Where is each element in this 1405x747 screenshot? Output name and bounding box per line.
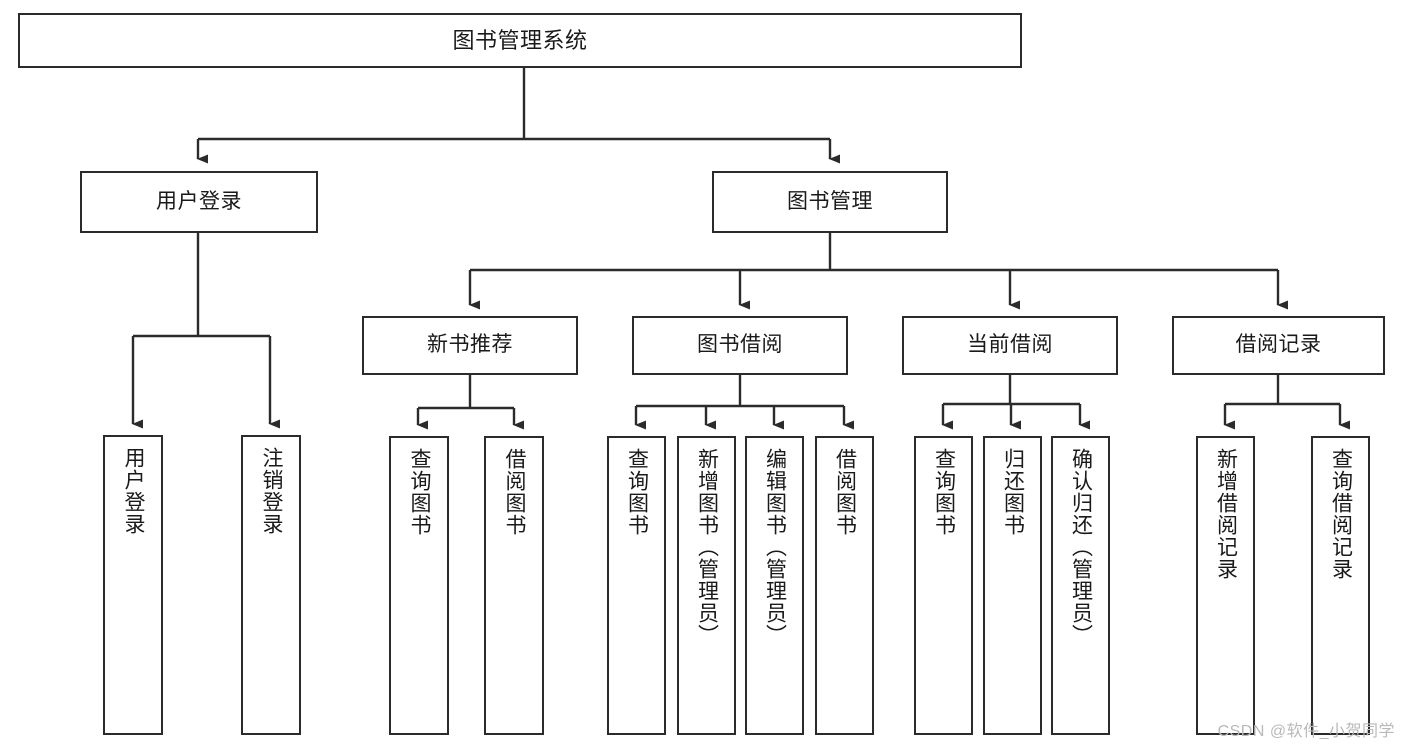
node-label: 图书管理系统 (452, 27, 588, 53)
node-label: 查询图书 (408, 448, 432, 536)
node-root-system[interactable]: 图书管理系统 (18, 13, 1022, 68)
node-label: 图书借阅 (697, 333, 783, 357)
leaf-book-borrow-lend[interactable]: 借阅图书 (815, 436, 874, 735)
node-current-borrow[interactable]: 当前借阅 (902, 316, 1118, 375)
node-label: 用户登录 (156, 189, 242, 213)
node-label: 借阅图书 (833, 448, 857, 536)
leaf-user-login-signin[interactable]: 用户登录 (103, 435, 163, 735)
node-label: 查询图书 (932, 448, 956, 536)
node-label: 新书推荐 (427, 333, 513, 357)
leaf-new-book-borrow[interactable]: 借阅图书 (484, 436, 544, 735)
node-borrow-record[interactable]: 借阅记录 (1172, 316, 1385, 375)
node-book-management[interactable]: 图书管理 (712, 171, 948, 233)
node-label: 查询图书 (625, 448, 649, 536)
leaf-borrow-record-query[interactable]: 查询借阅记录 (1311, 436, 1370, 735)
node-new-book-recommend[interactable]: 新书推荐 (362, 316, 578, 375)
node-label: 用户登录 (122, 447, 146, 535)
node-label: 图书管理 (787, 189, 873, 213)
node-label: 查询借阅记录 (1329, 448, 1353, 580)
node-label: 当前借阅 (967, 333, 1053, 357)
leaf-book-borrow-query[interactable]: 查询图书 (607, 436, 666, 735)
node-user-login[interactable]: 用户登录 (80, 171, 318, 233)
leaf-new-book-query[interactable]: 查询图书 (389, 436, 449, 735)
node-label: 确认归还（管理员） (1069, 448, 1093, 646)
node-label: 编辑图书（管理员） (763, 448, 787, 646)
node-label: 新增图书（管理员） (695, 448, 719, 646)
leaf-book-borrow-add[interactable]: 新增图书（管理员） (677, 436, 736, 735)
node-label: 新增借阅记录 (1214, 448, 1238, 580)
node-book-borrow[interactable]: 图书借阅 (632, 316, 848, 375)
node-label: 归还图书 (1001, 448, 1025, 536)
leaf-current-borrow-query[interactable]: 查询图书 (914, 436, 973, 735)
leaf-current-borrow-return[interactable]: 归还图书 (983, 436, 1042, 735)
leaf-borrow-record-add[interactable]: 新增借阅记录 (1196, 436, 1255, 735)
node-label: 借阅记录 (1235, 333, 1322, 357)
node-label: 注销登录 (260, 447, 284, 535)
leaf-current-borrow-confirm-return[interactable]: 确认归还（管理员） (1051, 436, 1110, 735)
leaf-book-borrow-edit[interactable]: 编辑图书（管理员） (745, 436, 804, 735)
csdn-watermark: CSDN @软件_小贺同学 (1217, 723, 1395, 740)
node-label: 借阅图书 (503, 448, 527, 536)
leaf-user-login-signout[interactable]: 注销登录 (241, 435, 301, 735)
